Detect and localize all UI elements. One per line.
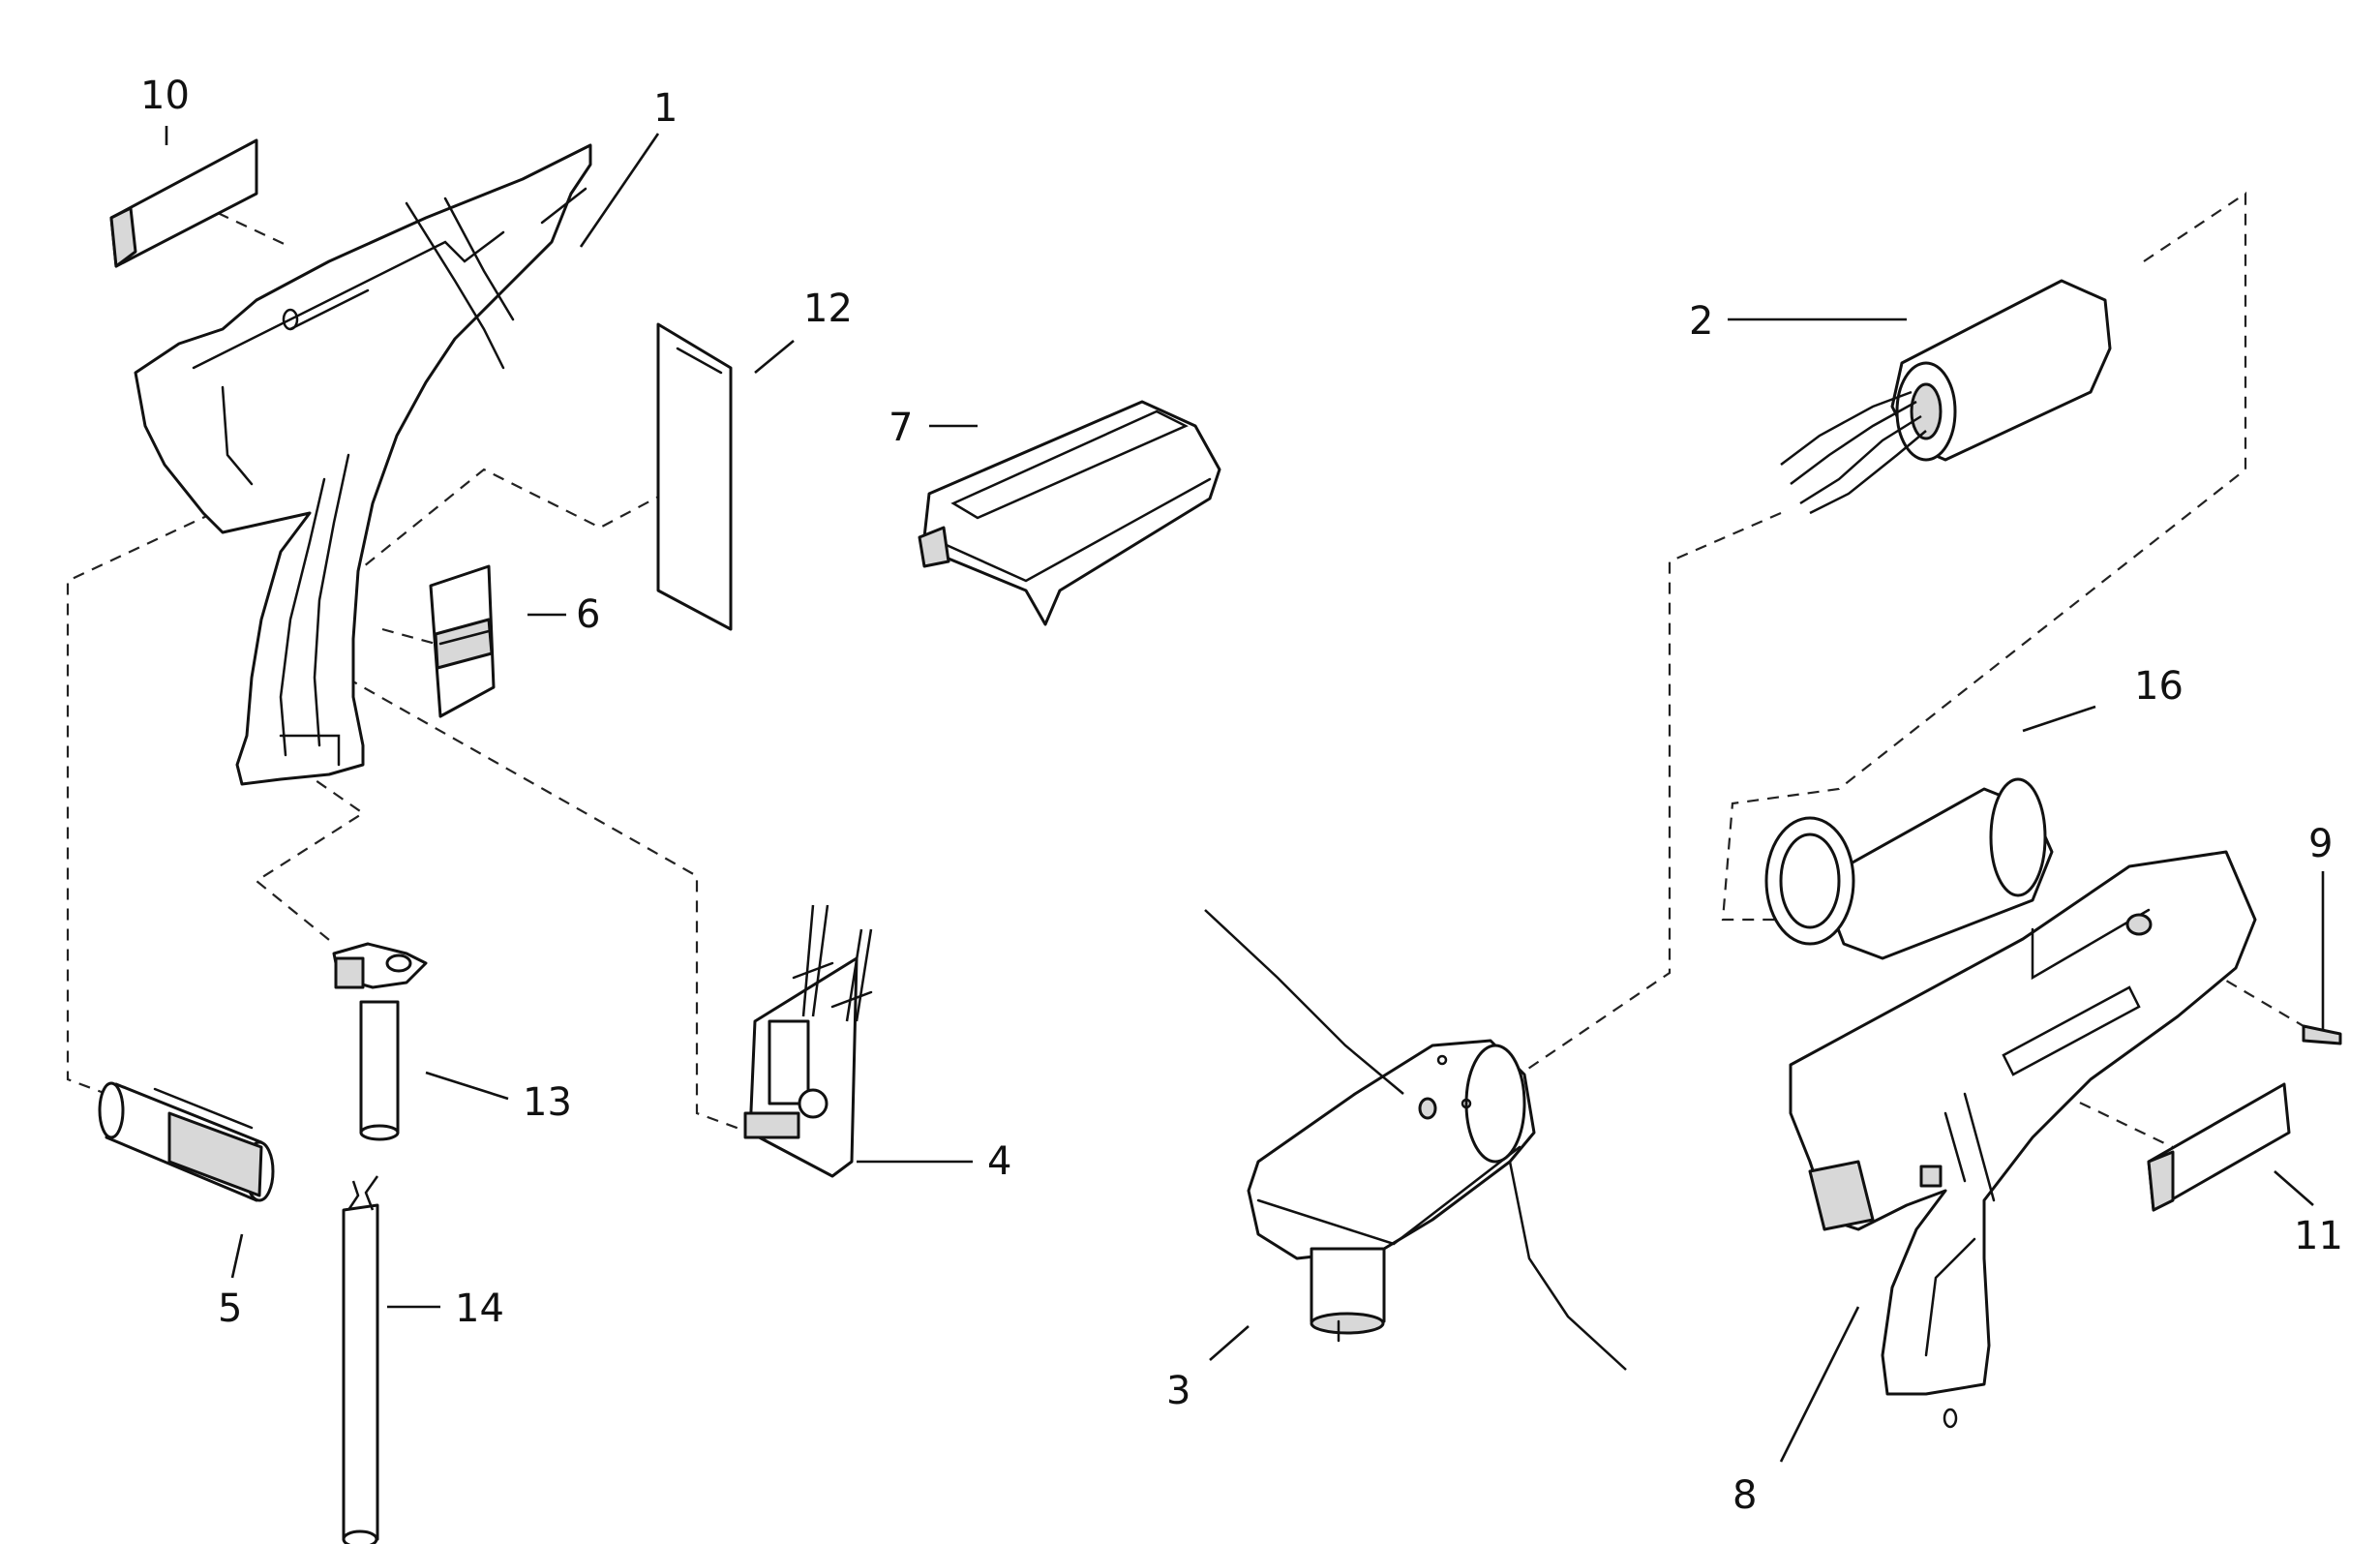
callout-8: 8 [1732, 1473, 1757, 1518]
callout-7: 7 [889, 406, 913, 450]
part-10-label [109, 138, 258, 268]
part-13-mount-shaft [332, 942, 428, 1141]
callout-10: 10 [140, 74, 190, 118]
part-6-trigger [429, 564, 496, 718]
callout-6: 6 [576, 592, 600, 637]
callout-4: 4 [987, 1139, 1011, 1184]
callout-1: 1 [653, 86, 678, 131]
part-12-window-plate [656, 322, 733, 631]
callout-3: 3 [1166, 1369, 1190, 1413]
part-8-housing-right [1789, 850, 2257, 1429]
part-7-top-cover [918, 400, 1221, 626]
callout-11: 11 [2294, 1214, 2343, 1258]
callout-labels: 1 2 3 4 5 6 7 8 9 10 11 12 13 14 16 [140, 74, 2343, 1518]
part-16-optics-tube [1764, 777, 2054, 960]
callout-13: 13 [523, 1080, 572, 1125]
callout-9: 9 [2308, 822, 2333, 866]
part-1-housing-left [134, 143, 592, 786]
part-11-label [2147, 1082, 2291, 1212]
part-2-sensor-module [1780, 279, 2112, 515]
callout-16: 16 [2134, 664, 2184, 709]
part-9-screw [2302, 1024, 2342, 1045]
leader-lines [165, 126, 2325, 1463]
part-4-circuit-board [743, 904, 873, 1178]
callout-2: 2 [1689, 299, 1713, 344]
callout-14: 14 [455, 1287, 504, 1331]
part-14-cable [342, 1175, 379, 1544]
callout-5: 5 [218, 1287, 242, 1331]
part-3-sensor-head [1204, 909, 1627, 1371]
part-5-battery [98, 1081, 275, 1202]
callout-12: 12 [803, 287, 853, 331]
